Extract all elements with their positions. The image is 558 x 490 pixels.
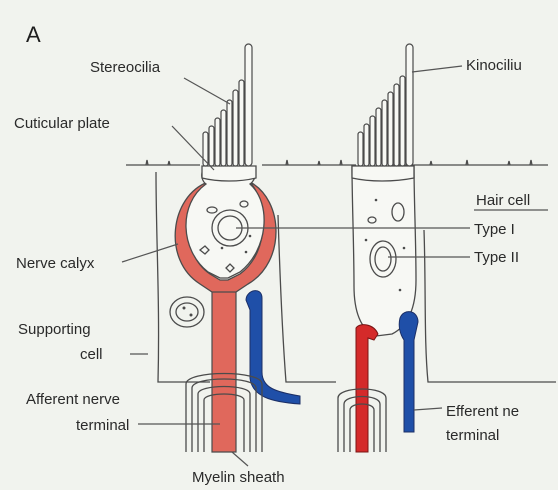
label-afferent-2: terminal xyxy=(76,417,129,434)
type1-kinocilium xyxy=(245,44,252,166)
leader-kinocilium xyxy=(412,66,462,72)
stereocilium xyxy=(209,126,214,166)
label-cuticular-plate: Cuticular plate xyxy=(14,115,110,132)
stereocilium xyxy=(221,110,226,166)
stereocilium xyxy=(215,118,220,166)
label-kinocilium: Kinociliu xyxy=(466,57,522,74)
label-efferent-2: terminal xyxy=(446,427,499,444)
cytoplasm-dot xyxy=(399,289,402,292)
stereocilium xyxy=(227,100,232,166)
stereocilium xyxy=(233,90,238,166)
afferent-nerve-fiber-type1 xyxy=(212,284,236,452)
supporting-cell-outline-2 xyxy=(278,215,336,382)
afferent-nerve-fiber-type2 xyxy=(356,325,378,452)
nucleus-dot xyxy=(190,314,193,317)
efferent-nerve-type2 xyxy=(399,312,418,432)
label-efferent-1: Efferent ne xyxy=(446,403,519,420)
cytoplasm-dot xyxy=(403,247,406,250)
label-supporting-cell-2: cell xyxy=(80,346,103,363)
cytoplasm-dot xyxy=(375,199,378,202)
stereocilium xyxy=(388,92,393,166)
supporting-cell-nucleus-inner xyxy=(176,303,198,321)
cytoplasm-dot xyxy=(221,247,224,250)
leader-myelin xyxy=(232,452,248,466)
efferent-nerve-type1 xyxy=(246,291,300,404)
stereocilium xyxy=(239,80,244,166)
leader-efferent xyxy=(414,408,442,410)
stereocilium xyxy=(394,84,399,166)
type1-cuticular-plate xyxy=(202,166,256,181)
label-stereocilia: Stereocilia xyxy=(90,59,161,76)
type1-stereocilia-bundle xyxy=(203,44,252,166)
label-type1: Type I xyxy=(474,221,515,238)
label-afferent-1: Afferent nerve xyxy=(26,391,120,408)
leader-stereocilia xyxy=(184,78,230,104)
label-supporting-cell-1: Supporting xyxy=(18,321,91,338)
label-hair-cells: Hair cell xyxy=(476,192,530,209)
cytoplasm-dot xyxy=(365,239,368,242)
label-type2: Type II xyxy=(474,249,519,266)
stereocilium xyxy=(364,124,369,166)
type2-kinocilium xyxy=(406,44,413,166)
stereocilium xyxy=(358,132,363,166)
stereocilium xyxy=(370,116,375,166)
leader-nerve-calyx xyxy=(122,244,178,262)
label-nerve-calyx: Nerve calyx xyxy=(16,255,95,272)
cytoplasm-dot xyxy=(249,235,252,238)
stereocilium xyxy=(376,108,381,166)
stereocilium xyxy=(400,76,405,166)
type2-cuticular-plate xyxy=(352,166,414,181)
type2-hair-cell-body xyxy=(352,166,416,336)
stereocilium xyxy=(382,100,387,166)
cytoplasm-dot xyxy=(245,251,248,254)
type2-stereocilia-bundle xyxy=(358,44,413,166)
label-myelin-sheath: Myelin sheath xyxy=(192,469,285,486)
supporting-cell-nucleus xyxy=(170,297,204,327)
nucleus-dot xyxy=(183,307,186,310)
panel-letter: A xyxy=(26,22,41,47)
